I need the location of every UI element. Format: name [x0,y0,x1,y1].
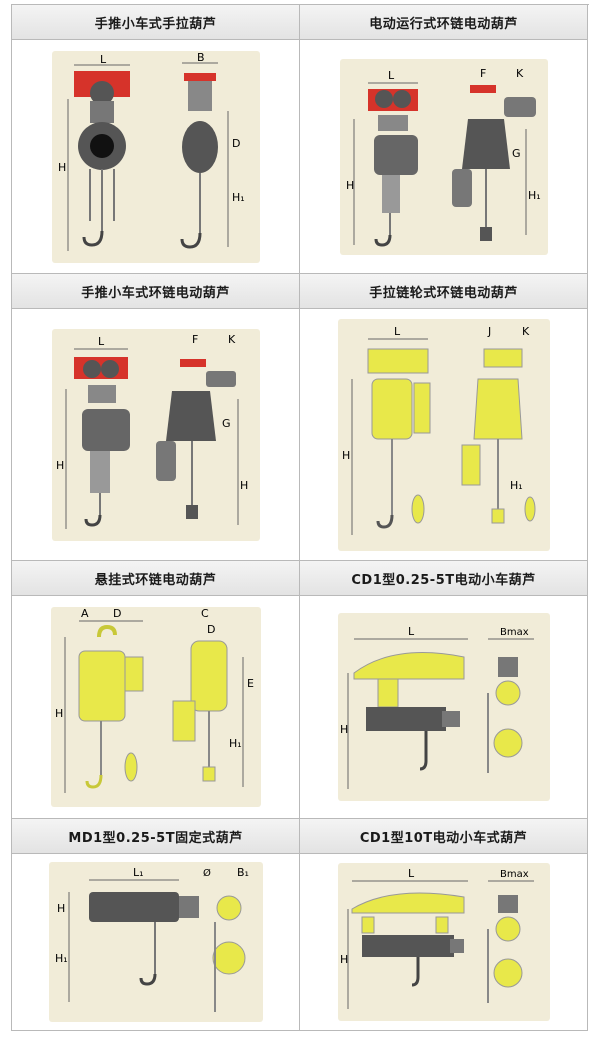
svg-text:L: L [388,69,395,82]
table-cell: 电动运行式环链电动葫芦 [300,5,588,40]
diagram-cell: L Bmax H [300,596,588,819]
cell-title: 手推小车式环链电动葫芦 [12,274,299,308]
svg-text:Ø: Ø [203,867,211,879]
cell-title: CD1型0.25-5T电动小车葫芦 [300,561,587,595]
svg-text:G: G [512,147,521,160]
diagram-cell: L J K H H₁ [300,309,588,561]
svg-text:Bmax: Bmax [500,869,529,880]
hoist-catalog-table: 手推小车式手拉葫芦 电动运行式环链电动葫芦 [11,4,589,1031]
diagram-cell: L B H D H₁ [12,40,300,274]
hand-trolley-electric-chain-hoist-diagram: L F K H G H [51,328,260,541]
table-row: 悬挂式环链电动葫芦 CD1型0.25-5T电动小车葫芦 [12,561,589,596]
svg-text:L: L [394,325,401,338]
cd1-10t-trolley-hoist-diagram: L Bmax H [337,863,550,1021]
svg-text:F: F [192,333,198,346]
svg-text:B: B [197,51,205,64]
svg-text:K: K [228,333,236,346]
table-cell: CD1型10T电动小车式葫芦 [300,819,588,854]
table-cell: 手拉链轮式环链电动葫芦 [300,274,588,309]
diagram-cell: A D C D H E H₁ [12,596,300,819]
svg-text:D: D [113,607,121,620]
hand-trolley-chain-hoist-diagram: L B H D H₁ [51,50,260,263]
svg-text:H₁: H₁ [528,189,541,202]
svg-text:H: H [346,179,354,192]
diagram-cell: L F K H G H₁ [300,40,588,274]
table-row: MD1型0.25-5T固定式葫芦 CD1型10T电动小车式葫芦 [12,819,589,854]
svg-text:H₁: H₁ [229,737,242,750]
svg-text:J: J [487,325,491,338]
dim-label: L [100,53,107,66]
table-cell: 手推小车式环链电动葫芦 [12,274,300,309]
table-row: 手推小车式手拉葫芦 电动运行式环链电动葫芦 [12,5,589,40]
table-cell: 悬挂式环链电动葫芦 [12,561,300,596]
svg-text:L: L [98,335,105,348]
svg-text:H: H [58,161,66,174]
cell-title: MD1型0.25-5T固定式葫芦 [12,819,299,853]
svg-text:H: H [342,449,350,462]
svg-text:H: H [340,723,348,736]
cell-title: 悬挂式环链电动葫芦 [12,561,299,595]
svg-text:L: L [408,867,415,880]
table-row: L₁ Ø B₁ H H₁ [12,854,589,1031]
electric-running-chain-hoist-diagram: L F K H G H₁ [339,58,548,255]
svg-text:K: K [522,325,530,338]
svg-text:L₁: L₁ [133,866,144,879]
table-cell: 手推小车式手拉葫芦 [12,5,300,40]
svg-text:A: A [81,607,89,620]
table-row: 手推小车式环链电动葫芦 手拉链轮式环链电动葫芦 [12,274,589,309]
diagram-cell: L F K H G H [12,309,300,561]
diagram-cell: L Bmax H [300,854,588,1031]
svg-text:G: G [222,417,231,430]
svg-text:B₁: B₁ [237,866,249,879]
svg-text:H: H [240,479,248,492]
cell-title: 手拉链轮式环链电动葫芦 [300,274,587,308]
table-cell: CD1型0.25-5T电动小车葫芦 [300,561,588,596]
suspended-chain-hoist-diagram: A D C D H E H₁ [50,607,261,807]
hand-chain-wheel-electric-hoist-diagram: L J K H H₁ [337,318,550,551]
diagram-cell: L₁ Ø B₁ H H₁ [12,854,300,1031]
table-row: L F K H G H [12,309,589,561]
svg-text:C: C [201,607,209,620]
table-cell: MD1型0.25-5T固定式葫芦 [12,819,300,854]
svg-text:H: H [340,953,348,966]
svg-text:Bmax: Bmax [500,627,529,638]
svg-text:H₁: H₁ [55,952,68,965]
table-row: L B H D H₁ [12,40,589,274]
svg-text:D: D [207,623,215,636]
svg-text:H₁: H₁ [232,191,245,204]
cd1-small-trolley-hoist-diagram: L Bmax H [337,613,550,801]
svg-text:E: E [247,677,254,690]
cell-title: 电动运行式环链电动葫芦 [300,5,587,39]
svg-text:H₁: H₁ [510,479,523,492]
svg-text:K: K [516,67,524,80]
svg-text:D: D [232,137,240,150]
svg-text:H: H [55,707,63,720]
cell-title: 手推小车式手拉葫芦 [12,5,299,39]
svg-text:H: H [56,459,64,472]
svg-text:H: H [57,902,65,915]
md1-fixed-hoist-diagram: L₁ Ø B₁ H H₁ [48,862,263,1022]
cell-title: CD1型10T电动小车式葫芦 [300,819,587,853]
svg-text:F: F [480,67,486,80]
table-row: A D C D H E H₁ [12,596,589,819]
svg-text:L: L [408,625,415,638]
